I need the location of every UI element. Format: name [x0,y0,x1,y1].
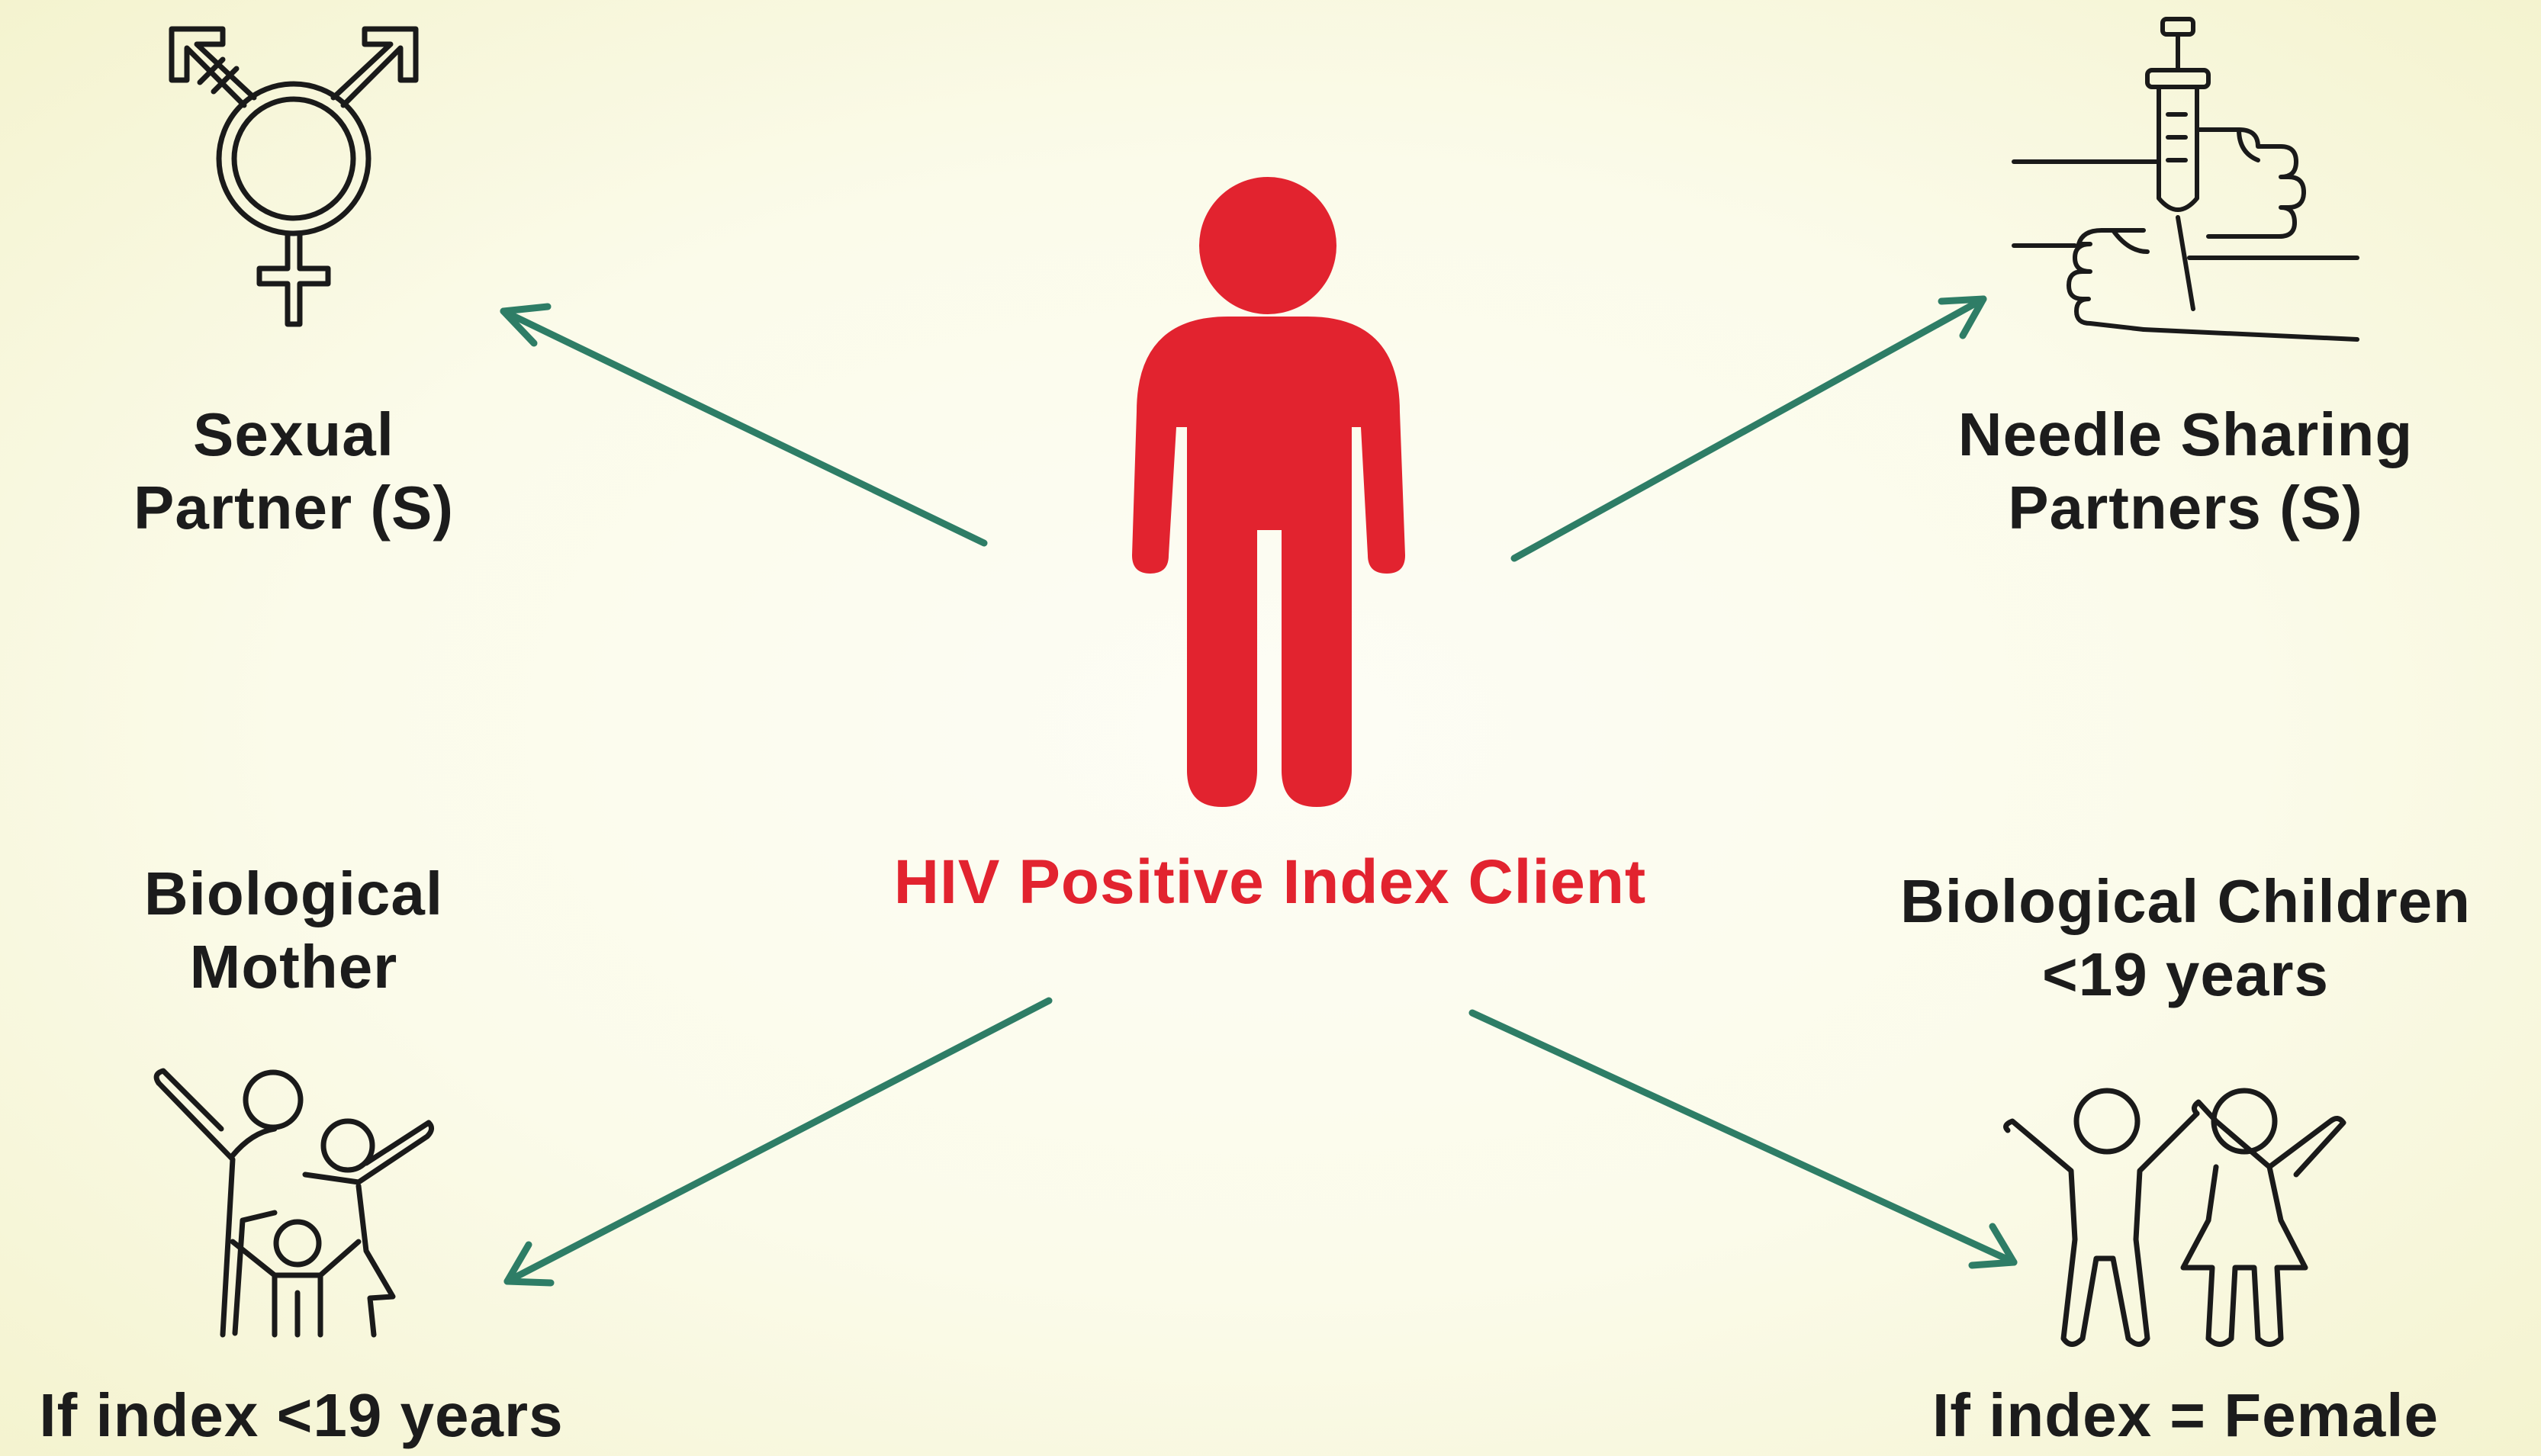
person-icon [1132,177,1405,807]
transgender-symbol-icon [169,26,419,327]
children-icon [2003,1088,2346,1347]
sexual-partner-line2: Partner (S) [133,474,454,542]
biological-mother-line1: Biological [143,860,444,927]
needle-sharing-line1: Needle Sharing [1957,400,2414,468]
mother-condition-label: If index <19 years [0,1382,603,1449]
arrow-to-sexual-partner [500,303,988,547]
biological-children-label: Biological Children <19 years [1846,865,2525,1011]
center-label: HIV Positive Index Client [809,845,1732,920]
syringe-hands-icon [2012,17,2359,342]
biological-mother-label: Biological Mother [107,857,481,1004]
children-condition-label: If index = Female [1846,1382,2525,1449]
biological-mother-line2: Mother [189,933,398,1001]
biological-children-line2: <19 years [2041,940,2330,1008]
biological-children-line1: Biological Children [1900,867,2471,935]
arrow-to-needle-sharing [1510,295,1987,562]
children-condition-text: If index = Female [1932,1381,2439,1449]
needle-sharing-line2: Partners (S) [2008,474,2363,542]
arrows [500,295,2018,1287]
needle-sharing-label: Needle Sharing Partners (S) [1884,398,2487,545]
sexual-partner-label: Sexual Partner (S) [107,398,481,545]
arrow-to-biological-children [1468,1009,2018,1269]
arrow-to-biological-mother [503,997,1053,1287]
mother-condition-text: If index <19 years [39,1381,564,1449]
family-icon [153,1068,434,1338]
index-client-label: HIV Positive Index Client [893,847,1647,917]
sexual-partner-line1: Sexual [193,400,394,468]
